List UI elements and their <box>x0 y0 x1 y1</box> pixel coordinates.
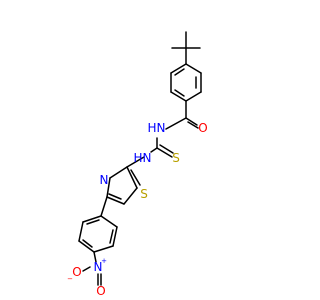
thiazole-nitrogen-label: N <box>100 173 109 187</box>
thiocarbonyl-sulfur-label: S <box>172 151 180 165</box>
thiazole-ring-bonds <box>106 166 141 205</box>
nitro-negative-charge: − <box>67 275 73 283</box>
molecule-structure: O N H S N H N S N + O − O <box>67 31 208 298</box>
thiourea-nitrogen-label: N <box>143 151 152 165</box>
amide-nitrogen-label: N <box>157 121 166 135</box>
thiazole-sulfur-label: S <box>140 187 148 201</box>
thiourea-hydrogen-label: H <box>133 151 142 165</box>
tert-butyl-bonds <box>171 31 201 65</box>
nitro-oxygen-left-label: O <box>72 265 81 279</box>
benzoyl-ring-bonds <box>170 63 202 102</box>
nitro-positive-charge: + <box>101 257 107 265</box>
molecule-canvas: O N H S N H N S N + O − O <box>67 31 208 298</box>
nitro-nitrogen-label: N <box>94 260 103 274</box>
amide-bonds <box>156 100 199 149</box>
thiourea-bonds <box>126 144 174 168</box>
amide-hydrogen-label: H <box>147 121 156 135</box>
nitro-oxygen-right-label: O <box>96 284 105 298</box>
nitrophenyl-ring-bonds <box>78 196 118 253</box>
amide-oxygen-label: O <box>198 121 207 135</box>
nitro-bonds <box>82 251 102 286</box>
